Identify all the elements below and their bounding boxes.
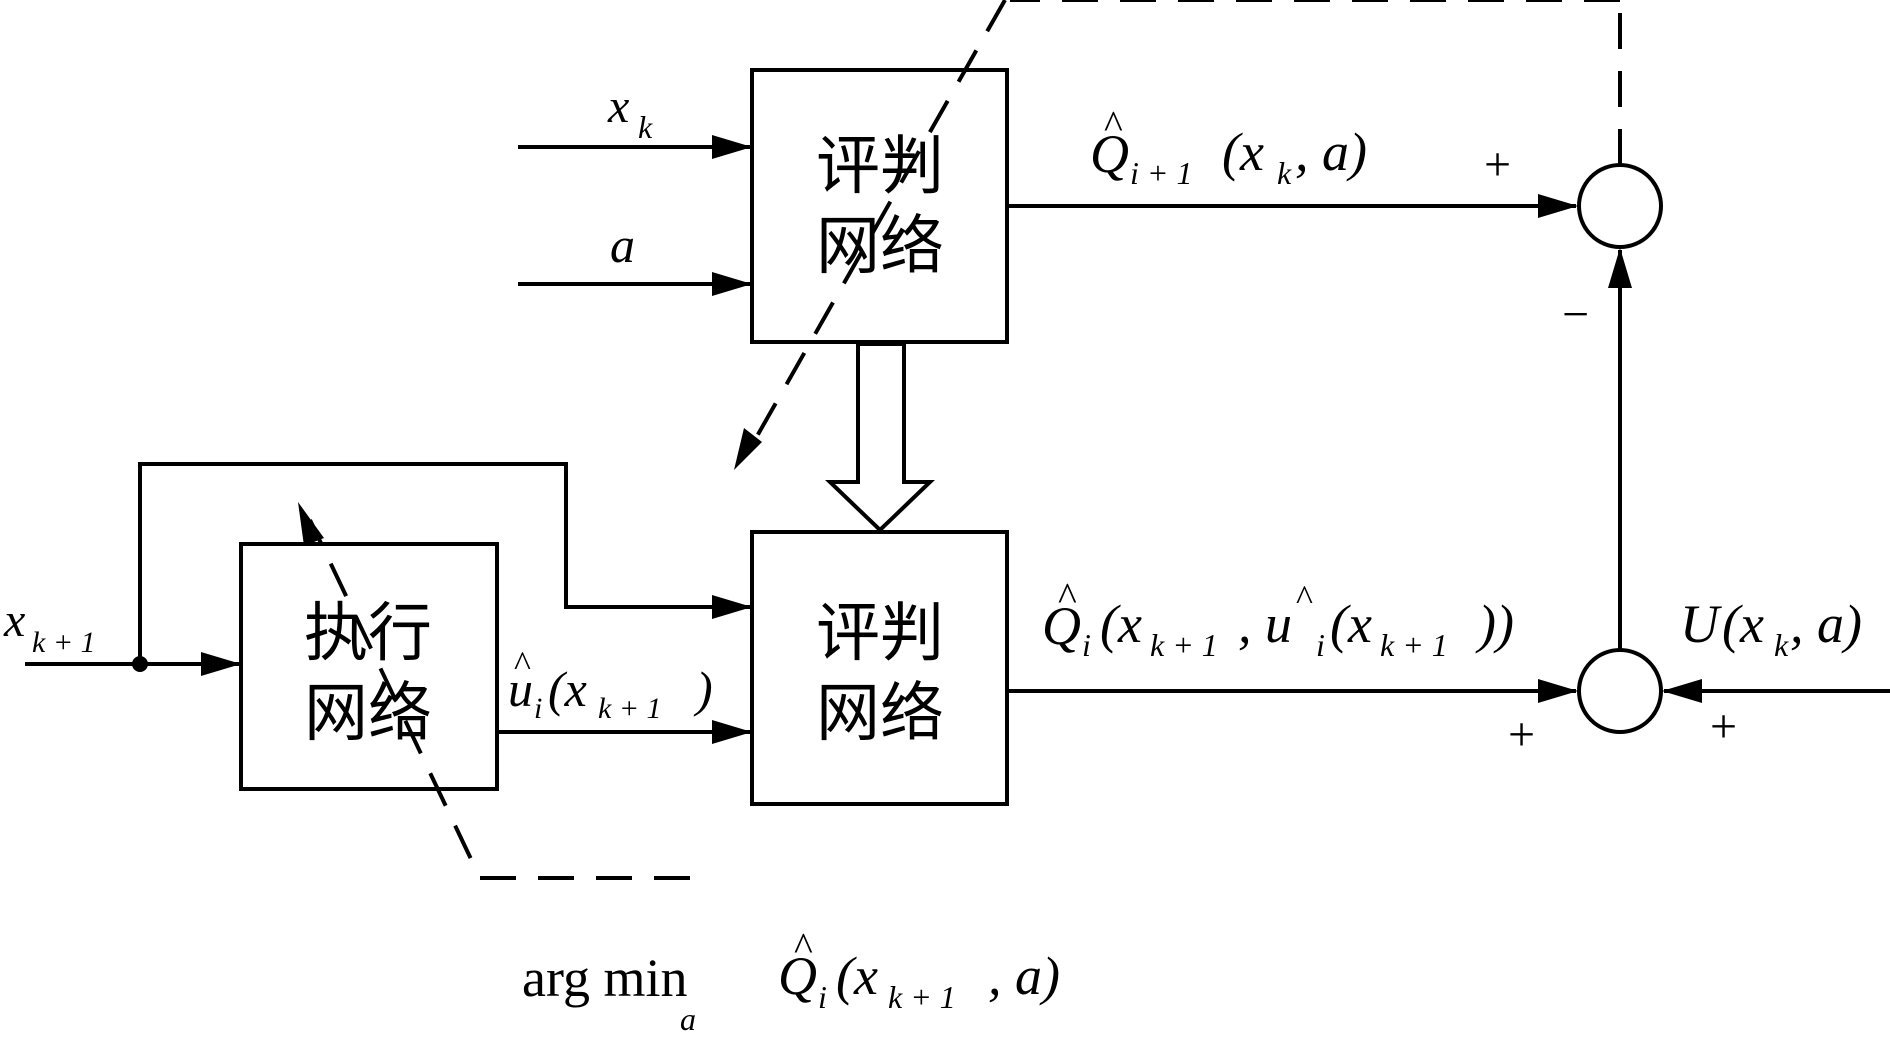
svg-text:k: k: [1774, 627, 1789, 663]
svg-text:k + 1: k + 1: [598, 692, 662, 725]
label-u-cost: U (x k , a): [1680, 594, 1862, 663]
critic-bottom-label-1: 评判: [816, 597, 944, 671]
dashed-diagonal-critic: [746, 0, 1007, 453]
critic-network-top: 评判 网络: [750, 68, 1009, 344]
label-q-next: ^ Q i + 1 (x k , a): [1090, 102, 1367, 191]
svg-text:U: U: [1680, 594, 1722, 654]
sum-junction-top: [1577, 163, 1663, 249]
svg-text:^: ^: [514, 644, 531, 684]
actor-label-2: 网络: [304, 677, 432, 751]
sign-minus: −: [1562, 288, 1589, 341]
dashed-actor-arrowhead: [298, 502, 324, 546]
svg-text:arg min: arg min: [522, 948, 687, 1008]
svg-text:^: ^: [1104, 102, 1123, 147]
svg-text:(x: (x: [1330, 594, 1372, 654]
label-argmin: arg min a ^ Q i (x k + 1 , a): [522, 924, 1060, 1037]
svg-text:, u: , u: [1238, 594, 1292, 654]
svg-text:(x: (x: [836, 946, 878, 1006]
svg-text:(x: (x: [1100, 594, 1142, 654]
weight-transfer-arrow: [825, 342, 935, 533]
sign-top-plus: +: [1484, 138, 1511, 191]
critic-network-bottom: 评判 网络: [750, 530, 1009, 806]
svg-text:i: i: [818, 979, 827, 1015]
sign-bottom-right-plus: +: [1710, 700, 1737, 753]
svg-text:(x: (x: [1722, 594, 1764, 654]
actor-label-1: 执行: [304, 597, 432, 671]
svg-text:, a): , a): [1295, 122, 1367, 182]
sum-junction-bottom: [1577, 648, 1663, 734]
svg-text:i: i: [1082, 627, 1091, 663]
svg-text:^: ^: [794, 924, 813, 969]
dashed-diagonal-actor: [308, 519, 690, 880]
svg-text:(x: (x: [548, 661, 587, 717]
svg-text:Q: Q: [1090, 124, 1129, 184]
critic-top-label-1: 评判: [816, 130, 944, 204]
svg-text:, a): , a): [988, 946, 1060, 1006]
svg-text:k + 1: k + 1: [32, 626, 96, 659]
svg-text:i: i: [534, 692, 542, 725]
svg-text:^: ^: [1296, 578, 1313, 618]
label-xk: x k: [607, 80, 653, 145]
svg-text:i: i: [1316, 627, 1325, 663]
svg-text:Q: Q: [1042, 596, 1081, 656]
svg-text:k: k: [1277, 155, 1292, 191]
svg-text:k + 1: k + 1: [1380, 627, 1448, 663]
svg-text:x: x: [3, 594, 25, 647]
label-u-hat: ^ u i (x k + 1 ): [508, 644, 713, 725]
sign-bottom-left-plus: +: [1508, 708, 1535, 761]
svg-text:): ): [693, 661, 713, 717]
svg-text:^: ^: [1058, 574, 1077, 619]
actor-network: 执行 网络: [239, 542, 499, 791]
arrow-branch-to-critic: [138, 462, 752, 664]
svg-text:u: u: [508, 661, 533, 717]
svg-text:k + 1: k + 1: [888, 979, 956, 1015]
svg-text:Q: Q: [778, 946, 817, 1006]
svg-text:, a): , a): [1790, 594, 1862, 654]
label-x-next: x k + 1: [3, 594, 96, 659]
svg-text:x: x: [607, 80, 629, 133]
svg-text:k: k: [638, 109, 653, 145]
svg-text:a: a: [680, 1001, 696, 1037]
svg-text:k + 1: k + 1: [1150, 627, 1218, 663]
svg-text:i + 1: i + 1: [1130, 155, 1192, 191]
svg-text:(x: (x: [1222, 122, 1264, 182]
label-q-i: ^ Q i (x k + 1 , u ^ i (x k + 1 )): [1042, 574, 1514, 663]
label-a: a: [610, 217, 635, 273]
svg-text:)): )): [1475, 594, 1514, 654]
dashed-feedback-top: [1010, 0, 1622, 165]
dashed-diagonal-arrowhead: [734, 428, 762, 470]
critic-bottom-label-2: 网络: [816, 677, 944, 751]
